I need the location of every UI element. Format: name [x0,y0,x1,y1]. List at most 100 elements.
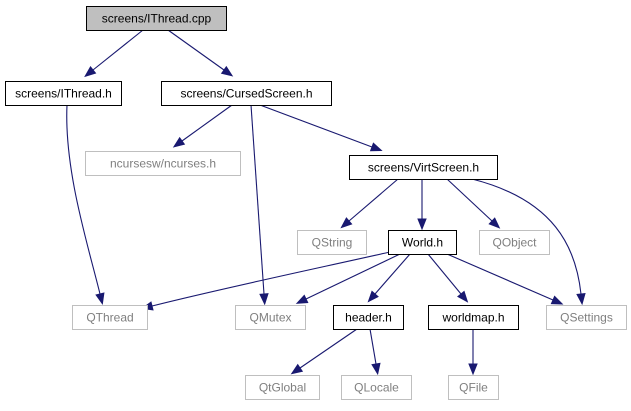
arrowhead-icon [367,290,379,303]
node-label: QMutex [249,311,291,325]
arrowhead-icon [417,218,427,231]
edge-line [305,253,401,300]
node-label: screens/CursedScreen.h [180,87,312,101]
node-worldmap[interactable]: worldmap.h [428,305,519,330]
node-box [388,230,457,255]
arrowhead-icon [550,295,564,305]
node-box [85,151,241,176]
arrowhead-icon [576,292,586,306]
node-box [297,230,367,255]
arrowhead-icon [295,294,309,304]
edge-virtscreen-to-qstring [340,178,399,229]
node-box [448,375,499,400]
edge-virtscreen-to-qsettings [471,178,586,306]
edge-line [471,178,582,295]
node-label: World.h [402,236,443,250]
edge-line [259,104,373,148]
edge-line [167,29,225,71]
edge-line [250,104,265,295]
node-header[interactable]: header.h [333,305,404,330]
node-box [333,305,404,330]
node-label: screens/VirtScreen.h [368,161,479,175]
node-label: QFile [459,381,488,395]
arrowhead-icon [457,290,469,303]
node-box [479,230,550,255]
edge-header-to-qtglobal [290,328,358,375]
node-label: ncursesw/ncurses.h [110,157,216,171]
arrowhead-icon [488,217,501,229]
arrowhead-icon [468,363,478,376]
node-box [86,6,227,31]
node-virtscreen[interactable]: screens/VirtScreen.h [349,155,498,180]
edge-line [446,253,554,301]
node-box [5,81,122,106]
edge-line [92,29,144,71]
edge-world-to-header [367,253,411,303]
node-label: screens/IThread.h [15,87,112,101]
node-label: QSettings [560,311,613,325]
edge-world-to-qthread [141,251,391,311]
edge-virtscreen-to-world [417,179,427,231]
edge-worldmap-to-qfile [468,329,478,376]
node-qfile: QFile [448,375,499,400]
node-world[interactable]: World.h [388,230,457,255]
node-box [72,305,148,330]
arrowhead-icon [369,142,383,152]
arrowhead-icon [220,65,234,77]
edge-cursedscreen-to-qmutex [250,104,269,306]
edge-world-to-qmutex [295,253,401,304]
node-ncurses: ncursesw/ncurses.h [85,151,241,176]
node-label: screens/IThread.cpp [102,12,212,26]
arrowhead-icon [290,363,304,375]
node-label: QtGlobal [259,381,306,395]
node-qstring: QString [297,230,367,255]
edge-cursedscreen-to-virtscreen [259,104,383,152]
edge-line [348,178,399,222]
arrowhead-icon [95,292,105,306]
node-qmutex: QMutex [235,305,306,330]
node-label: QThread [86,311,133,325]
edge-line [151,251,391,307]
arrowhead-icon [84,65,97,78]
node-ithread_cpp[interactable]: screens/IThread.cpp [86,6,227,31]
edge-ithread_cpp-to-cursedscreen [167,29,234,77]
node-label: QObject [492,236,537,250]
edge-ithread_h-to-qthread [66,104,105,306]
edge-world-to-qsettings [446,253,564,305]
node-label: header.h [345,311,392,325]
edges-layer [66,29,586,376]
node-qthread: QThread [72,305,148,330]
node-box [245,375,320,400]
edge-ithread_cpp-to-ithread_h [84,29,144,78]
edge-header-to-qlocale [369,328,381,376]
arrowhead-icon [259,293,269,306]
node-cursedscreen[interactable]: screens/CursedScreen.h [161,81,332,106]
edge-line [374,253,411,295]
nodes-layer: screens/IThread.cpp screens/IThread.h scre… [5,6,627,400]
arrowhead-icon [340,217,353,229]
node-box [428,305,519,330]
node-qsettings: QSettings [546,305,627,330]
edge-virtscreen-to-qobject [446,178,501,229]
edge-cursedscreen-to-ncurses [172,104,233,148]
node-label: QString [312,236,353,250]
edge-line [181,104,233,142]
node-qlocale: QLocale [341,375,412,400]
node-box [235,305,306,330]
node-qtglobal: QtGlobal [245,375,320,400]
edge-line [369,328,377,365]
node-ithread_h[interactable]: screens/IThread.h [5,81,122,106]
node-qobject: QObject [479,230,550,255]
edge-line [299,328,358,369]
node-box [546,305,627,330]
arrowhead-icon [371,362,381,376]
edge-line [427,253,462,295]
edge-line [66,104,101,295]
node-box [349,155,498,180]
edge-line [446,178,493,222]
arrowhead-icon [172,136,186,148]
node-label: QLocale [354,381,399,395]
edge-world-to-worldmap [427,253,469,303]
